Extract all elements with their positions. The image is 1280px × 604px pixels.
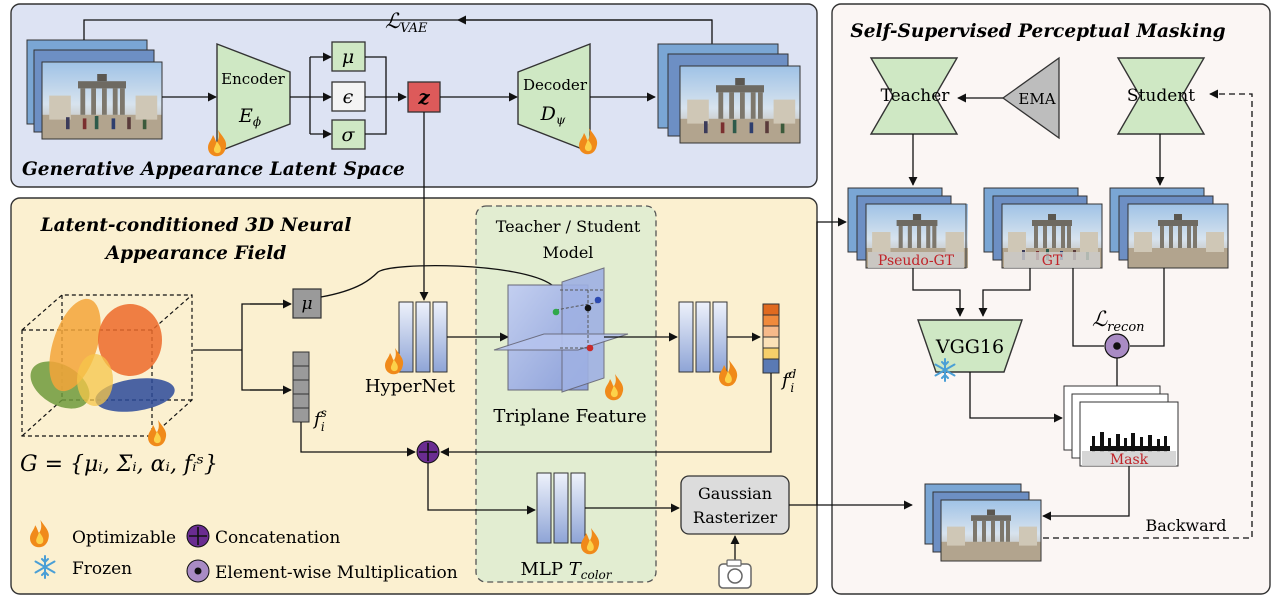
- gaussian-set-formula: G = {μᵢ, Σᵢ, αᵢ, fᵢˢ}: [20, 452, 218, 477]
- student-network: [1116, 57, 1206, 135]
- legend-frozen: Frozen: [72, 559, 132, 579]
- rendered-image-stack: [924, 483, 1042, 562]
- generative-panel-title: Generative Appearance Latent Space: [22, 159, 405, 180]
- concatenation-legend-icon: [186, 524, 210, 548]
- neural-panel-title-1: Latent-conditioned 3D Neural: [40, 215, 352, 236]
- teacher-label: Teacher: [881, 86, 951, 106]
- model-label: Model: [543, 243, 594, 262]
- multiplication-legend-icon: [186, 559, 210, 583]
- teacher-network: [869, 57, 959, 135]
- neural-panel-title-2: Appearance Field: [104, 243, 287, 264]
- gaussian-mu-box: [292, 288, 322, 319]
- z-label: z: [417, 85, 430, 109]
- input-image-stack: [26, 39, 163, 140]
- encoder-symbol: Eϕ: [238, 105, 261, 129]
- reconstructed-image-stack: [657, 43, 801, 144]
- student-output-stack: [1109, 187, 1229, 269]
- epsilon-label: ϵ: [343, 86, 354, 108]
- gaussian-mu-label: μ: [301, 294, 312, 314]
- teacher-student-label: Teacher / Student: [496, 217, 641, 236]
- fd-feature-column: [762, 303, 780, 374]
- gt-stack: [983, 187, 1103, 269]
- masking-panel-title: Self-Supervised Perceptual Masking: [850, 21, 1225, 42]
- mask-stack: [1063, 385, 1179, 467]
- triplane-feature: [493, 267, 629, 393]
- ema-label: EMA: [1018, 90, 1055, 108]
- backward-label: Backward: [1145, 516, 1226, 535]
- element-wise-multiplication-node: [1104, 333, 1130, 359]
- legend-multiplication: Element-wise Multiplication: [215, 563, 458, 583]
- recon-loss-label: ℒrecon: [1092, 307, 1145, 335]
- hypernet-label: HyperNet: [365, 376, 456, 397]
- vgg16-label: VGG16: [935, 336, 1004, 358]
- mask-label: Mask: [1110, 452, 1149, 468]
- decoder-symbol: Dψ: [540, 103, 566, 127]
- concatenation-node: [416, 440, 440, 464]
- legend-optimizable: Optimizable: [72, 528, 176, 548]
- rasterizer-label-1: Gaussian: [698, 484, 772, 503]
- mu-label: μ: [342, 46, 354, 68]
- triplane-label: Triplane Feature: [493, 406, 646, 427]
- pseudo-gt-stack: [847, 187, 968, 269]
- sigma-label: σ: [342, 124, 356, 146]
- camera-icon: [718, 559, 752, 589]
- vae-loss-label: ℒVAE: [385, 9, 428, 36]
- pseudo-gt-label: Pseudo-GT: [878, 253, 955, 269]
- mlp-label: MLP Tcolor: [521, 559, 613, 582]
- legend-concatenation: Concatenation: [215, 528, 340, 548]
- ema-block: [1001, 56, 1060, 140]
- hypernet: [398, 301, 448, 373]
- mlp-tcolor: [536, 472, 586, 544]
- student-label: Student: [1127, 86, 1195, 106]
- encoder: [216, 42, 291, 154]
- gaussian-cube: [21, 294, 193, 437]
- gt-label: GT: [1042, 253, 1063, 269]
- rasterizer-label-2: Rasterizer: [693, 508, 778, 527]
- encoder-label: Encoder: [221, 70, 286, 88]
- epsilon-box: [331, 81, 366, 112]
- decoder-label: Decoder: [523, 76, 588, 94]
- vae-loss-path: [83, 19, 713, 46]
- backward-path: [1043, 89, 1253, 539]
- fs-feature-column: [292, 351, 310, 423]
- feature-decoder-bars: [678, 301, 728, 373]
- sigma-box: [331, 119, 366, 150]
